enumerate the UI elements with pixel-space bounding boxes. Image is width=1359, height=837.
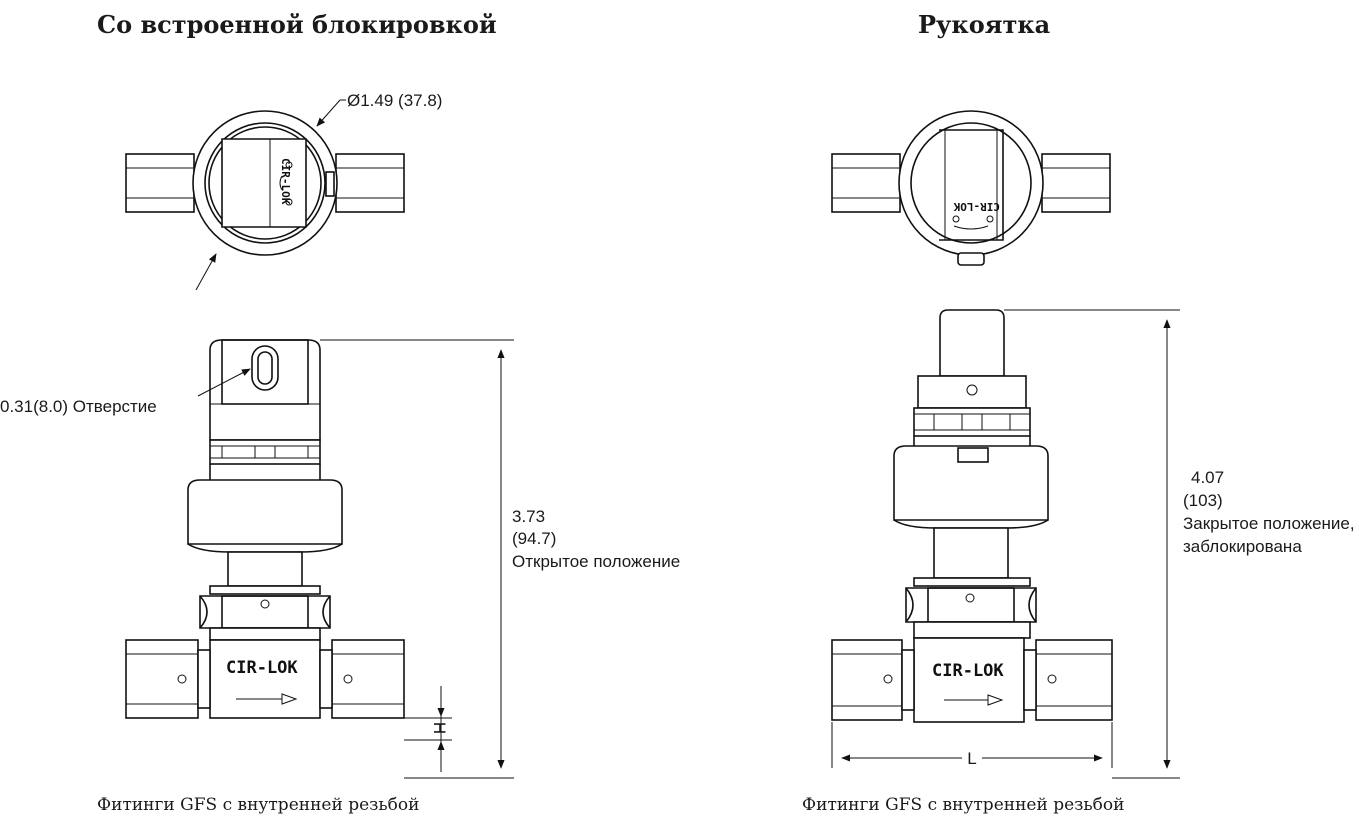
right-body-logo: CIR-LOK [932, 661, 1004, 681]
left-height-value: 3.73 [512, 507, 545, 526]
hole-label: 0.31(8.0) Отверстие [0, 397, 157, 416]
right-top-body-circle [898, 110, 1044, 256]
h-label: H [430, 722, 449, 734]
right-valve-body [913, 637, 1025, 723]
l-label: L [967, 749, 976, 768]
right-cap [893, 445, 1049, 521]
left-packing-nut [199, 595, 331, 629]
left-title: Со встроенной блокировкой [97, 10, 497, 39]
left-side-view: CIR-LOK 0.31(8.0) Отверстие 3.73 (94.7) … [0, 339, 680, 779]
left-height-note: Открытое положение [512, 552, 680, 571]
right-packing-nut [905, 587, 1037, 623]
right-caption: Фитинги GFS с внутренней резьбой [802, 795, 1124, 815]
left-top-fitting-left [125, 153, 195, 213]
right-top-logo: CIR-LOK [953, 200, 1000, 213]
right-height-note-line2: заблокирована [1183, 537, 1302, 556]
diameter-label: Ø1.49 (37.8) [347, 91, 442, 110]
handle [939, 309, 1005, 377]
left-top-view: CIR-LOK Ø1.49 (37.8) [125, 91, 442, 291]
left-body-logo: CIR-LOK [226, 658, 298, 678]
left-top-lock-plate [221, 138, 307, 228]
left-height-mm: (94.7) [512, 529, 556, 548]
right-height-note-line1: Закрытое положение, [1183, 514, 1355, 533]
left-top-fitting-right [335, 153, 405, 213]
right-height-value: 4.07 [1191, 468, 1224, 487]
right-height-mm: (103) [1183, 491, 1223, 510]
left-valve-body [209, 639, 321, 719]
right-top-view: CIR-LOK [831, 110, 1111, 266]
left-bonnet-nut [209, 439, 321, 465]
left-top-logo: CIR-LOK [279, 158, 292, 205]
left-cap [187, 479, 343, 545]
left-caption: Фитинги GFS с внутренней резьбой [97, 795, 419, 815]
right-title: Рукоятка [918, 10, 1050, 39]
right-bonnet-nut [913, 407, 1031, 437]
right-side-view: CIR-LOK 4.07 (103) Закрытое положение, з… [831, 309, 1355, 779]
